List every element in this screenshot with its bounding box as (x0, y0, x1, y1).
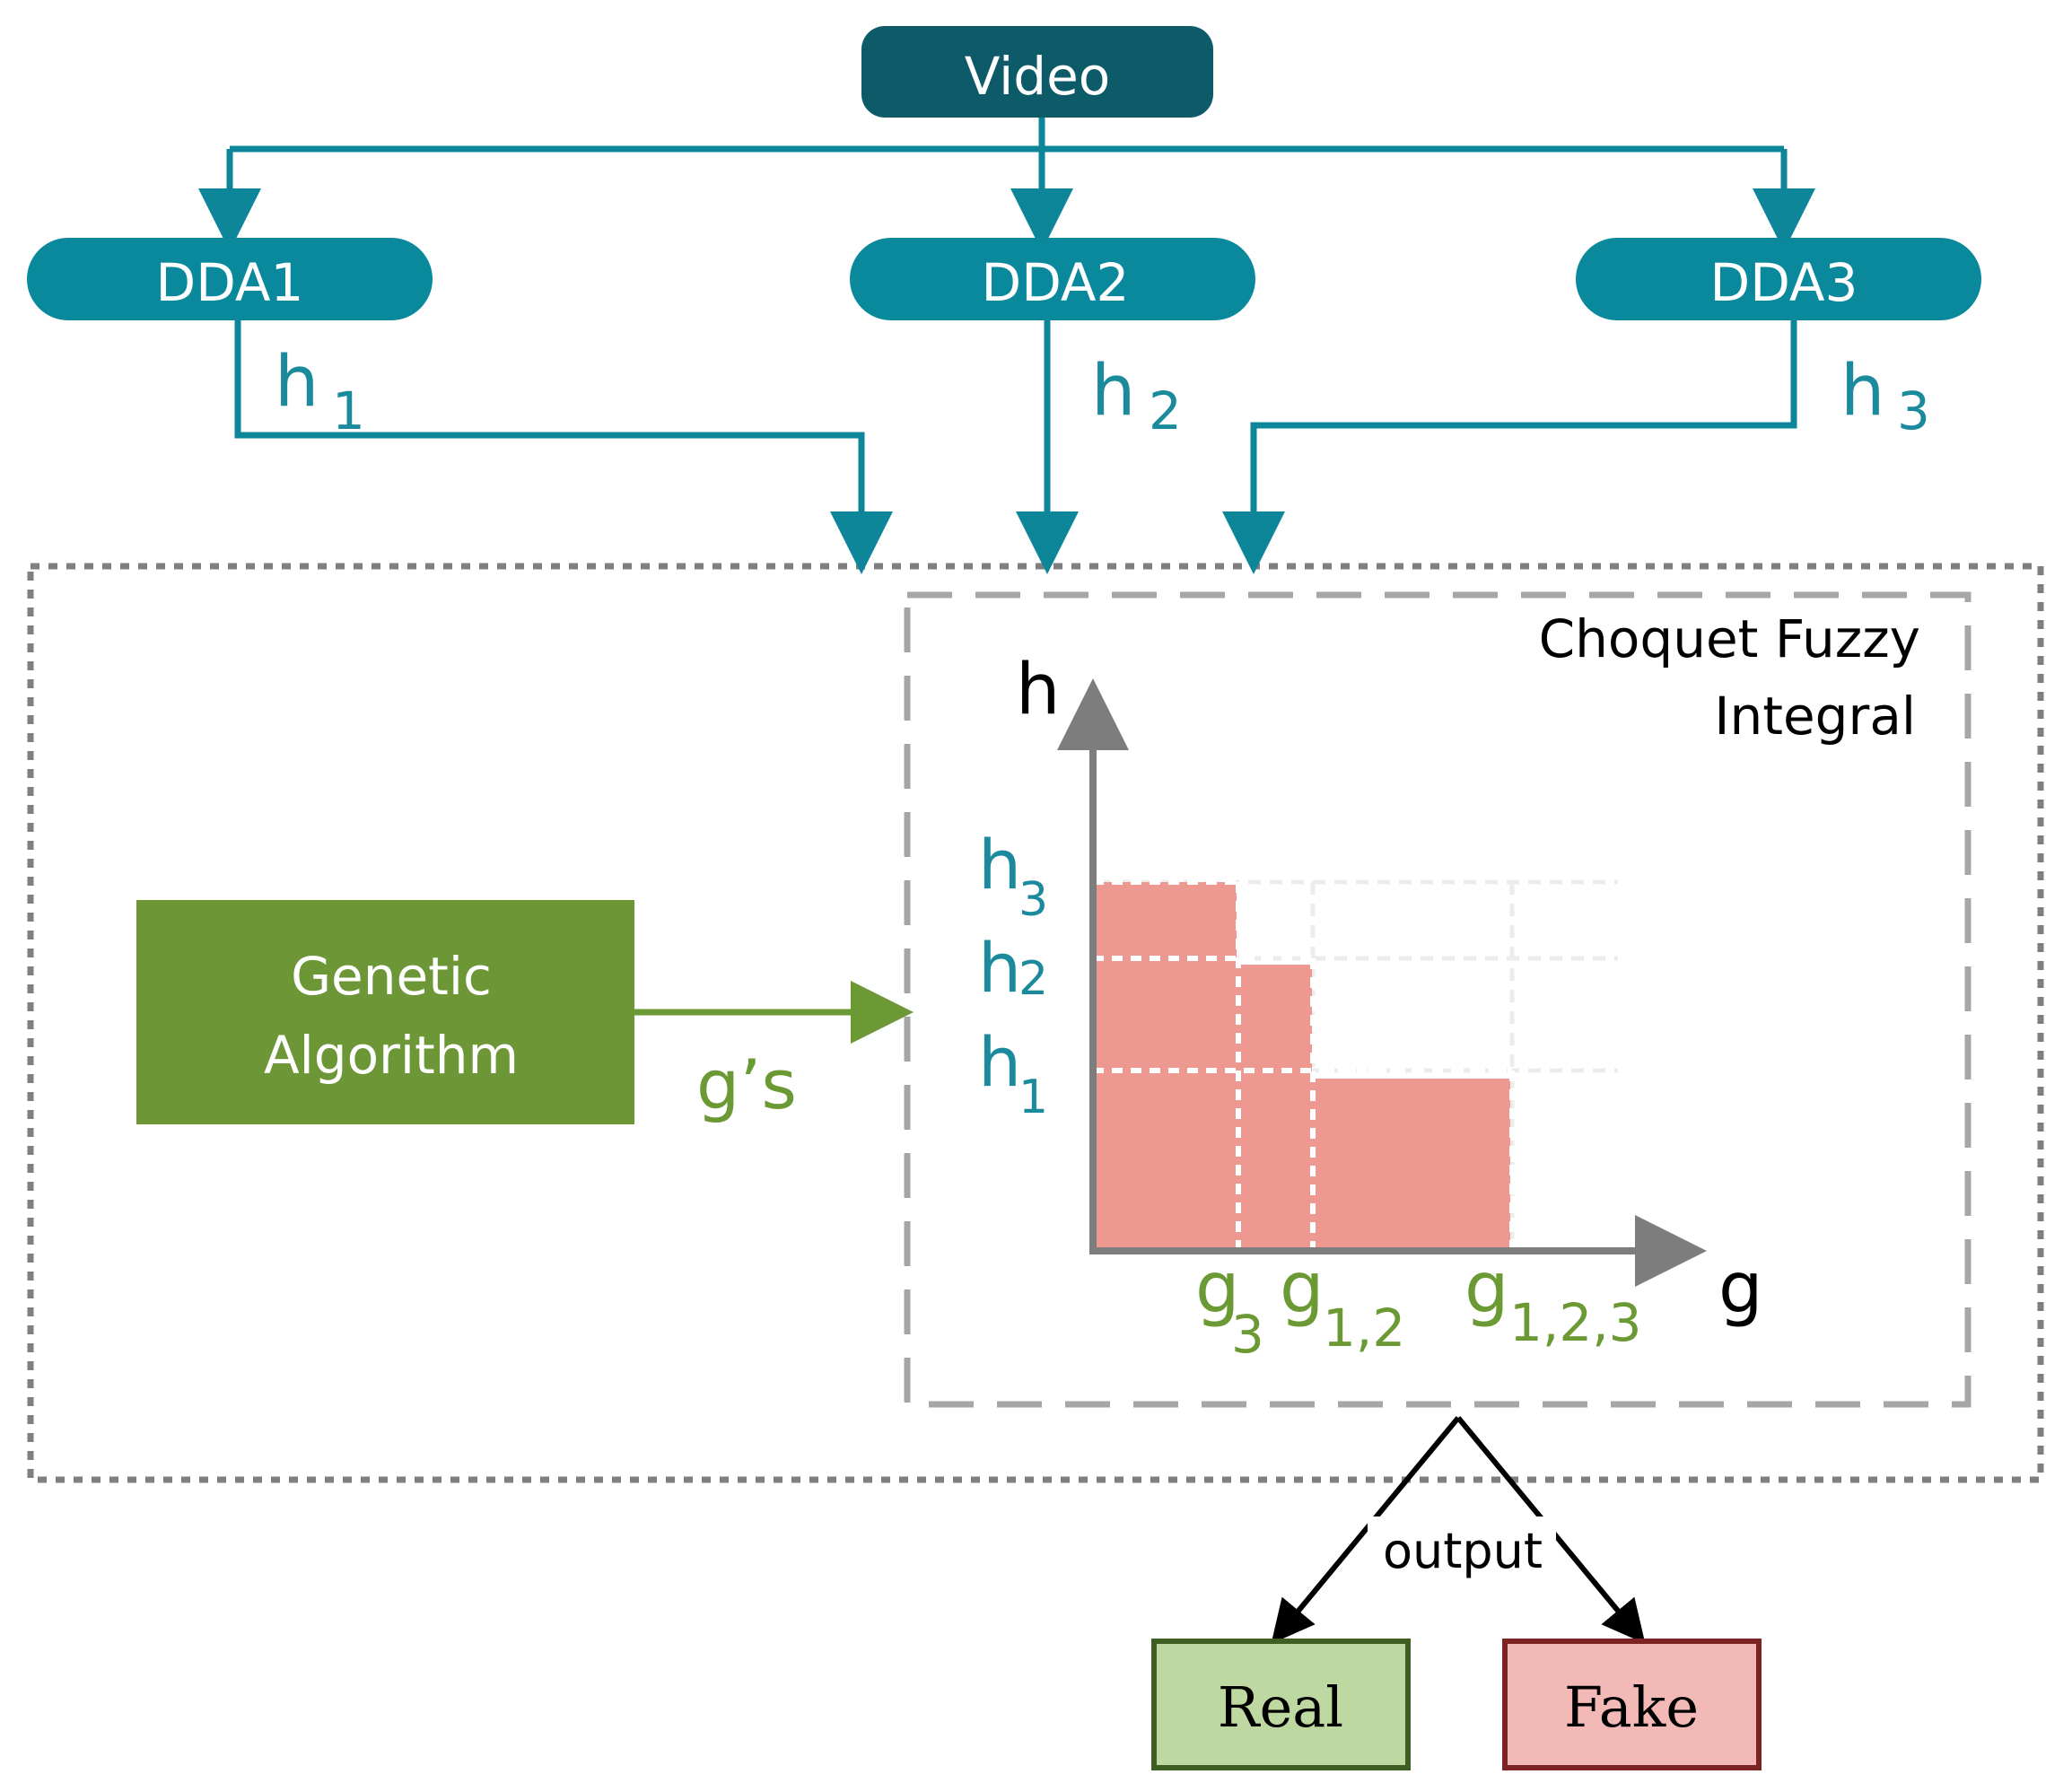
dda2-node: DDA2 (850, 238, 1255, 320)
dda3-node: DDA3 (1576, 238, 1981, 320)
h3-edge-subscript: 3 (1897, 380, 1930, 441)
dda1-node: DDA1 (27, 238, 433, 320)
dda1-pill (27, 238, 433, 320)
h2-edge-label: h (1091, 351, 1135, 432)
h1-edge-subscript: 1 (332, 380, 365, 441)
ytick-h1-sub: 1 (1019, 1071, 1048, 1124)
video-pill (861, 26, 1213, 118)
y-axis-label: h (1016, 650, 1060, 730)
real-label: Real (1218, 1674, 1343, 1740)
video-to-dda-arrows (198, 118, 1815, 251)
fake-box (1502, 1639, 1762, 1770)
genetic-box (136, 900, 634, 1124)
h2-edge-subscript: 2 (1149, 380, 1182, 441)
ytick-h2-sub: 2 (1019, 952, 1048, 1006)
fake-label: Fake (1564, 1674, 1699, 1740)
xtick-g3-sub: 3 (1231, 1304, 1264, 1365)
dda2-label: DDA2 (982, 252, 1130, 313)
xtick-g123: g (1464, 1248, 1509, 1329)
genetic-label-line2: Algorithm (264, 1025, 519, 1086)
ytick-h2: h (978, 928, 1021, 1008)
fake-node: Fake (1502, 1639, 1762, 1770)
choquet-title-line1: Choquet Fuzzy (1539, 608, 1920, 669)
genetic-algorithm-node: Genetic Algorithm (136, 900, 634, 1124)
genetic-label-line1: Genetic (291, 946, 492, 1007)
dda-to-fusion-arrows (234, 320, 1797, 574)
dda1-label: DDA1 (156, 252, 304, 313)
xtick-g12: g (1280, 1248, 1325, 1329)
h1-edge-label: h (275, 342, 319, 423)
real-box (1151, 1639, 1411, 1770)
video-node: Video (861, 26, 1213, 118)
h3-edge-label: h (1840, 351, 1884, 432)
x-axis-label: g (1718, 1248, 1763, 1329)
gs-label: g’s (696, 1044, 797, 1124)
dda3-label: DDA3 (1710, 252, 1858, 313)
ytick-h1: h (978, 1022, 1021, 1102)
xtick-g123-sub: 1,2,3 (1509, 1292, 1642, 1353)
choquet-box (904, 591, 1971, 1408)
area-guides (1093, 879, 1515, 1249)
ytick-h3-sub: 3 (1019, 873, 1048, 927)
real-node: Real (1151, 1639, 1411, 1770)
xtick-g12-sub: 1,2 (1323, 1298, 1405, 1359)
video-label: Video (965, 46, 1111, 107)
output-label-bg (1368, 1516, 1556, 1579)
choquet-plot: h g h 3 h 2 h 1 g 3 g 1,2 g 1,2,3 (978, 650, 1763, 1365)
dda3-pill (1576, 238, 1981, 320)
xtick-g3: g (1195, 1248, 1240, 1329)
dda2-pill (850, 238, 1255, 320)
output-label: output (1383, 1523, 1543, 1579)
ytick-h3: h (978, 825, 1021, 905)
choquet-title-line2: Integral (1714, 686, 1916, 747)
choquet-area (1093, 882, 1510, 1249)
